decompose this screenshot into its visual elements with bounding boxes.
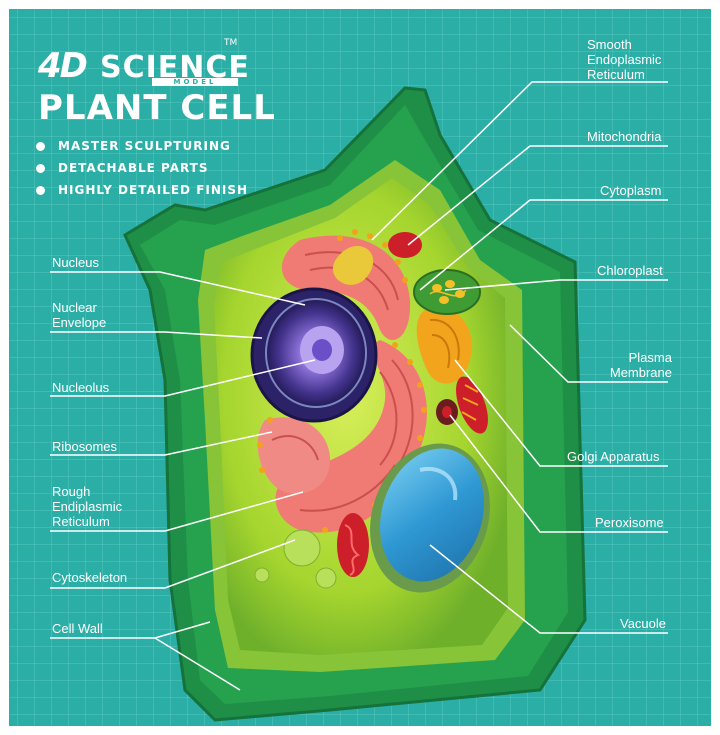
trademark-mark: TM (224, 38, 238, 48)
feature-item: HIGHLY DETAILED FINISH (36, 182, 248, 204)
label-nuclear-envelope: Nuclear Envelope (52, 300, 107, 330)
page-title: PLANT CELL (38, 88, 276, 128)
label-vacuole: Vacuole (620, 616, 667, 631)
feature-text: HIGHLY DETAILED FINISH (58, 183, 249, 197)
label-plasma-membrane: Plasma Membrane (609, 350, 672, 380)
brand-number: 4D (38, 46, 88, 86)
label-nucleus: Nucleus (52, 255, 99, 270)
bullet-icon (36, 186, 45, 195)
smooth-er (332, 246, 374, 285)
label-cell-wall: Cell Wall (52, 621, 103, 636)
label-chloroplast: Chloroplast (597, 263, 663, 278)
nucleus (250, 287, 378, 423)
label-cytoskeleton: Cytoskeleton (52, 570, 128, 585)
label-mitochondria: Mitochondria (587, 129, 662, 144)
label-peroxisome: Peroxisome (595, 515, 664, 530)
brand-sub: MODEL (152, 78, 238, 86)
feature-text: DETACHABLE PARTS (58, 161, 209, 175)
label-ribosomes: Ribosomes (52, 439, 118, 454)
vesicles (254, 529, 337, 589)
label-cytoplasm: Cytoplasm (600, 183, 662, 198)
bullet-icon (36, 164, 45, 173)
leader-lines (50, 81, 668, 691)
label-golgi-apparatus: Golgi Apparatus (567, 449, 660, 464)
chloroplast (413, 269, 481, 315)
mitochondria (337, 232, 488, 577)
feature-text: MASTER SCULPTURING (58, 139, 231, 153)
label-smooth-er: Smooth Endoplasmic Reticulum (587, 37, 662, 82)
feature-list: MASTER SCULPTURING DETACHABLE PARTS HIGH… (36, 138, 248, 204)
bullet-icon (36, 142, 45, 151)
label-nucleolus: Nucleolus (52, 380, 110, 395)
feature-item: MASTER SCULPTURING (36, 138, 248, 160)
vacuole (370, 443, 490, 593)
feature-item: DETACHABLE PARTS (36, 160, 248, 182)
label-rough-er: Rough Endiplasmic Reticulum (52, 484, 123, 529)
